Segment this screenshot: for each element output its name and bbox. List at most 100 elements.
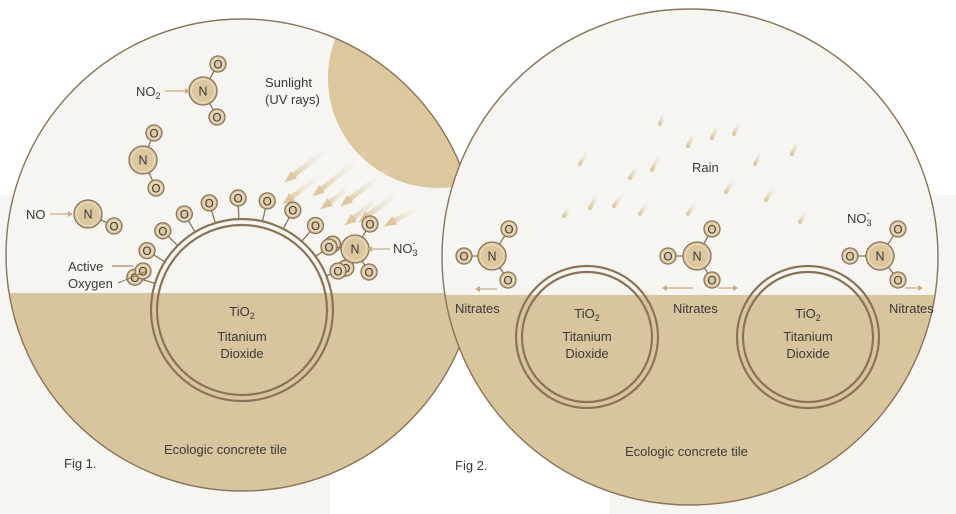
uv-ray [312, 147, 373, 197]
rain-label: Rain [692, 160, 719, 175]
fig2-caption: Fig 2. [455, 458, 488, 473]
nitrates-right-label: Nitrates [889, 301, 934, 316]
no2-molecule-middle-oxygen-0-symbol: O [150, 129, 159, 141]
active-oxygen-atom: O [154, 222, 172, 240]
sunlight-label: Sunlight [265, 75, 312, 90]
no2-molecule-top-oxygen-0-symbol: O [214, 60, 223, 72]
no2-molecule-top-oxygen-0: O [209, 55, 227, 73]
rain-drop [732, 116, 744, 136]
no2-molecule-middle: N O O [128, 124, 165, 197]
no2-molecule-top-oxygen-1: O [208, 108, 226, 126]
rain-drop [686, 128, 698, 148]
no-label: NO [26, 207, 46, 222]
rain-drops [562, 108, 810, 224]
active-oxygen-atom: O [134, 262, 152, 280]
active-oxygen-label-1: Active [68, 259, 103, 274]
fig2-tio2-right-name-1: Titanium [783, 329, 832, 344]
rain-drop [710, 120, 722, 140]
rain-drop [562, 202, 574, 218]
rain-drop [724, 174, 738, 194]
fig2-no3-left-oxygen-1-symbol: O [460, 252, 469, 264]
no2-molecule-middle-nitrogen-symbol: N [138, 154, 147, 168]
uv-rays-label: (UV rays) [265, 92, 320, 107]
active-oxygen-atom: O [284, 201, 302, 219]
active-oxygen-atom: O [200, 194, 218, 212]
no-molecule-nitrogen: N [73, 199, 103, 229]
rain-drop [798, 206, 810, 224]
fig2-no3-left-nitrogen-symbol: N [487, 250, 496, 264]
active-oxygen-atom-symbol: O [130, 273, 139, 285]
rain-drop [764, 182, 778, 202]
svg-text:TiO2: TiO2 [574, 306, 599, 323]
fig2-no3-left-oxygen-0: O [500, 220, 518, 238]
fig2-no3-mid-nitrogen-symbol: N [692, 250, 701, 264]
fig2-no3-mid-nitrogen: N [682, 241, 712, 271]
fig1-tile-label: Ecologic concrete tile [164, 442, 287, 457]
fig2-no3-mid-oxygen-1: O [659, 247, 677, 265]
uv-ray [340, 163, 395, 207]
fig2-tio2-particle-right: TiO2 Titanium Dioxide [735, 264, 881, 410]
no-molecule-oxygen-0: O [105, 217, 123, 235]
fig2-no3-right-oxygen-0: O [889, 220, 907, 238]
fig1-tio2-name-2: Dioxide [220, 346, 263, 361]
rain-drop [658, 108, 668, 126]
fig2-tio2-particle-left: TiO2 Titanium Dioxide [514, 264, 660, 410]
fig2-tio2-right-name-2: Dioxide [786, 346, 829, 361]
no-molecule-oxygen-0-symbol: O [110, 222, 119, 234]
active-oxygen-atom-symbol: O [143, 246, 152, 258]
nitrates-left-label: Nitrates [455, 301, 500, 316]
fig1-tio2-formula: TiO2 [229, 304, 254, 321]
uv-ray [344, 187, 391, 226]
fig1-tio2-particle: TiO2 Titanium Dioxide [149, 217, 335, 403]
rain-drop [753, 148, 765, 166]
fig2-no3-left-oxygen-0-symbol: O [505, 225, 514, 237]
no2-label: NO2 [136, 84, 161, 101]
rain-drop [638, 196, 652, 216]
fig1-caption: Fig 1. [64, 456, 97, 471]
active-oxygen-atom-symbol: O [234, 194, 243, 206]
fig1-no3-molecule-nitrogen-symbol: N [350, 243, 359, 257]
fig2-no3-right-nitrogen: N [865, 241, 895, 271]
no2-molecule-top: NOO [188, 55, 227, 126]
fig2-no3-left-oxygen-2-symbol: O [504, 276, 513, 288]
fig1-no3-molecule-oxygen-1-symbol: O [325, 243, 334, 255]
rain-drop [790, 136, 802, 156]
fig1-no3-label: NO3- [393, 238, 418, 258]
no2-molecule-middle-oxygen-1-symbol: O [152, 184, 161, 196]
no-molecule: NO [73, 199, 123, 235]
active-oxygen-atom: O [329, 262, 347, 280]
active-oxygen-atom-symbol: O [263, 196, 272, 208]
fig2-no3-mid-oxygen-1-symbol: O [664, 252, 673, 264]
fig1-tio2-name-1: Titanium [217, 329, 266, 344]
no2-molecule-middle-oxygen-0: O [145, 124, 163, 142]
fig2-no3-mid-oxygen-0: O [703, 220, 721, 238]
active-oxygen-atom-symbol: O [205, 198, 214, 210]
fig2-no3-right-nitrogen-symbol: N [875, 250, 884, 264]
fig2-tio2-left-name-2: Dioxide [565, 346, 608, 361]
active-oxygen-atom-symbol: O [180, 209, 189, 221]
fig2-tio2-left-name-1: Titanium [562, 329, 611, 344]
active-oxygen-atom: O [138, 241, 156, 260]
fig1-no3-molecule-oxygen-2: O [360, 263, 378, 281]
active-oxygen-atom-symbol: O [311, 221, 320, 233]
fig2-no3-left-nitrogen: N [477, 241, 507, 271]
fig2-no3-label: NO3- [847, 208, 872, 228]
active-oxygen-atom-symbol: O [288, 206, 297, 218]
fig1-no3-molecule-oxygen-1: O [320, 238, 338, 256]
fig2-no3-right-oxygen-0-symbol: O [894, 225, 903, 237]
rain-drop [612, 188, 628, 208]
no2-molecule-top-oxygen-1-symbol: O [213, 113, 222, 125]
fig2-no3-right-oxygen-2-symbol: O [894, 276, 903, 288]
fig2-no3-left-oxygen-1: O [455, 247, 473, 265]
fig2-no3-right-oxygen-1: O [841, 247, 859, 265]
active-oxygen-atom-symbol: O [334, 267, 343, 279]
active-oxygen-atom: O [306, 216, 325, 235]
uv-ray [383, 202, 426, 227]
active-oxygen-atom-symbol: O [158, 226, 167, 238]
